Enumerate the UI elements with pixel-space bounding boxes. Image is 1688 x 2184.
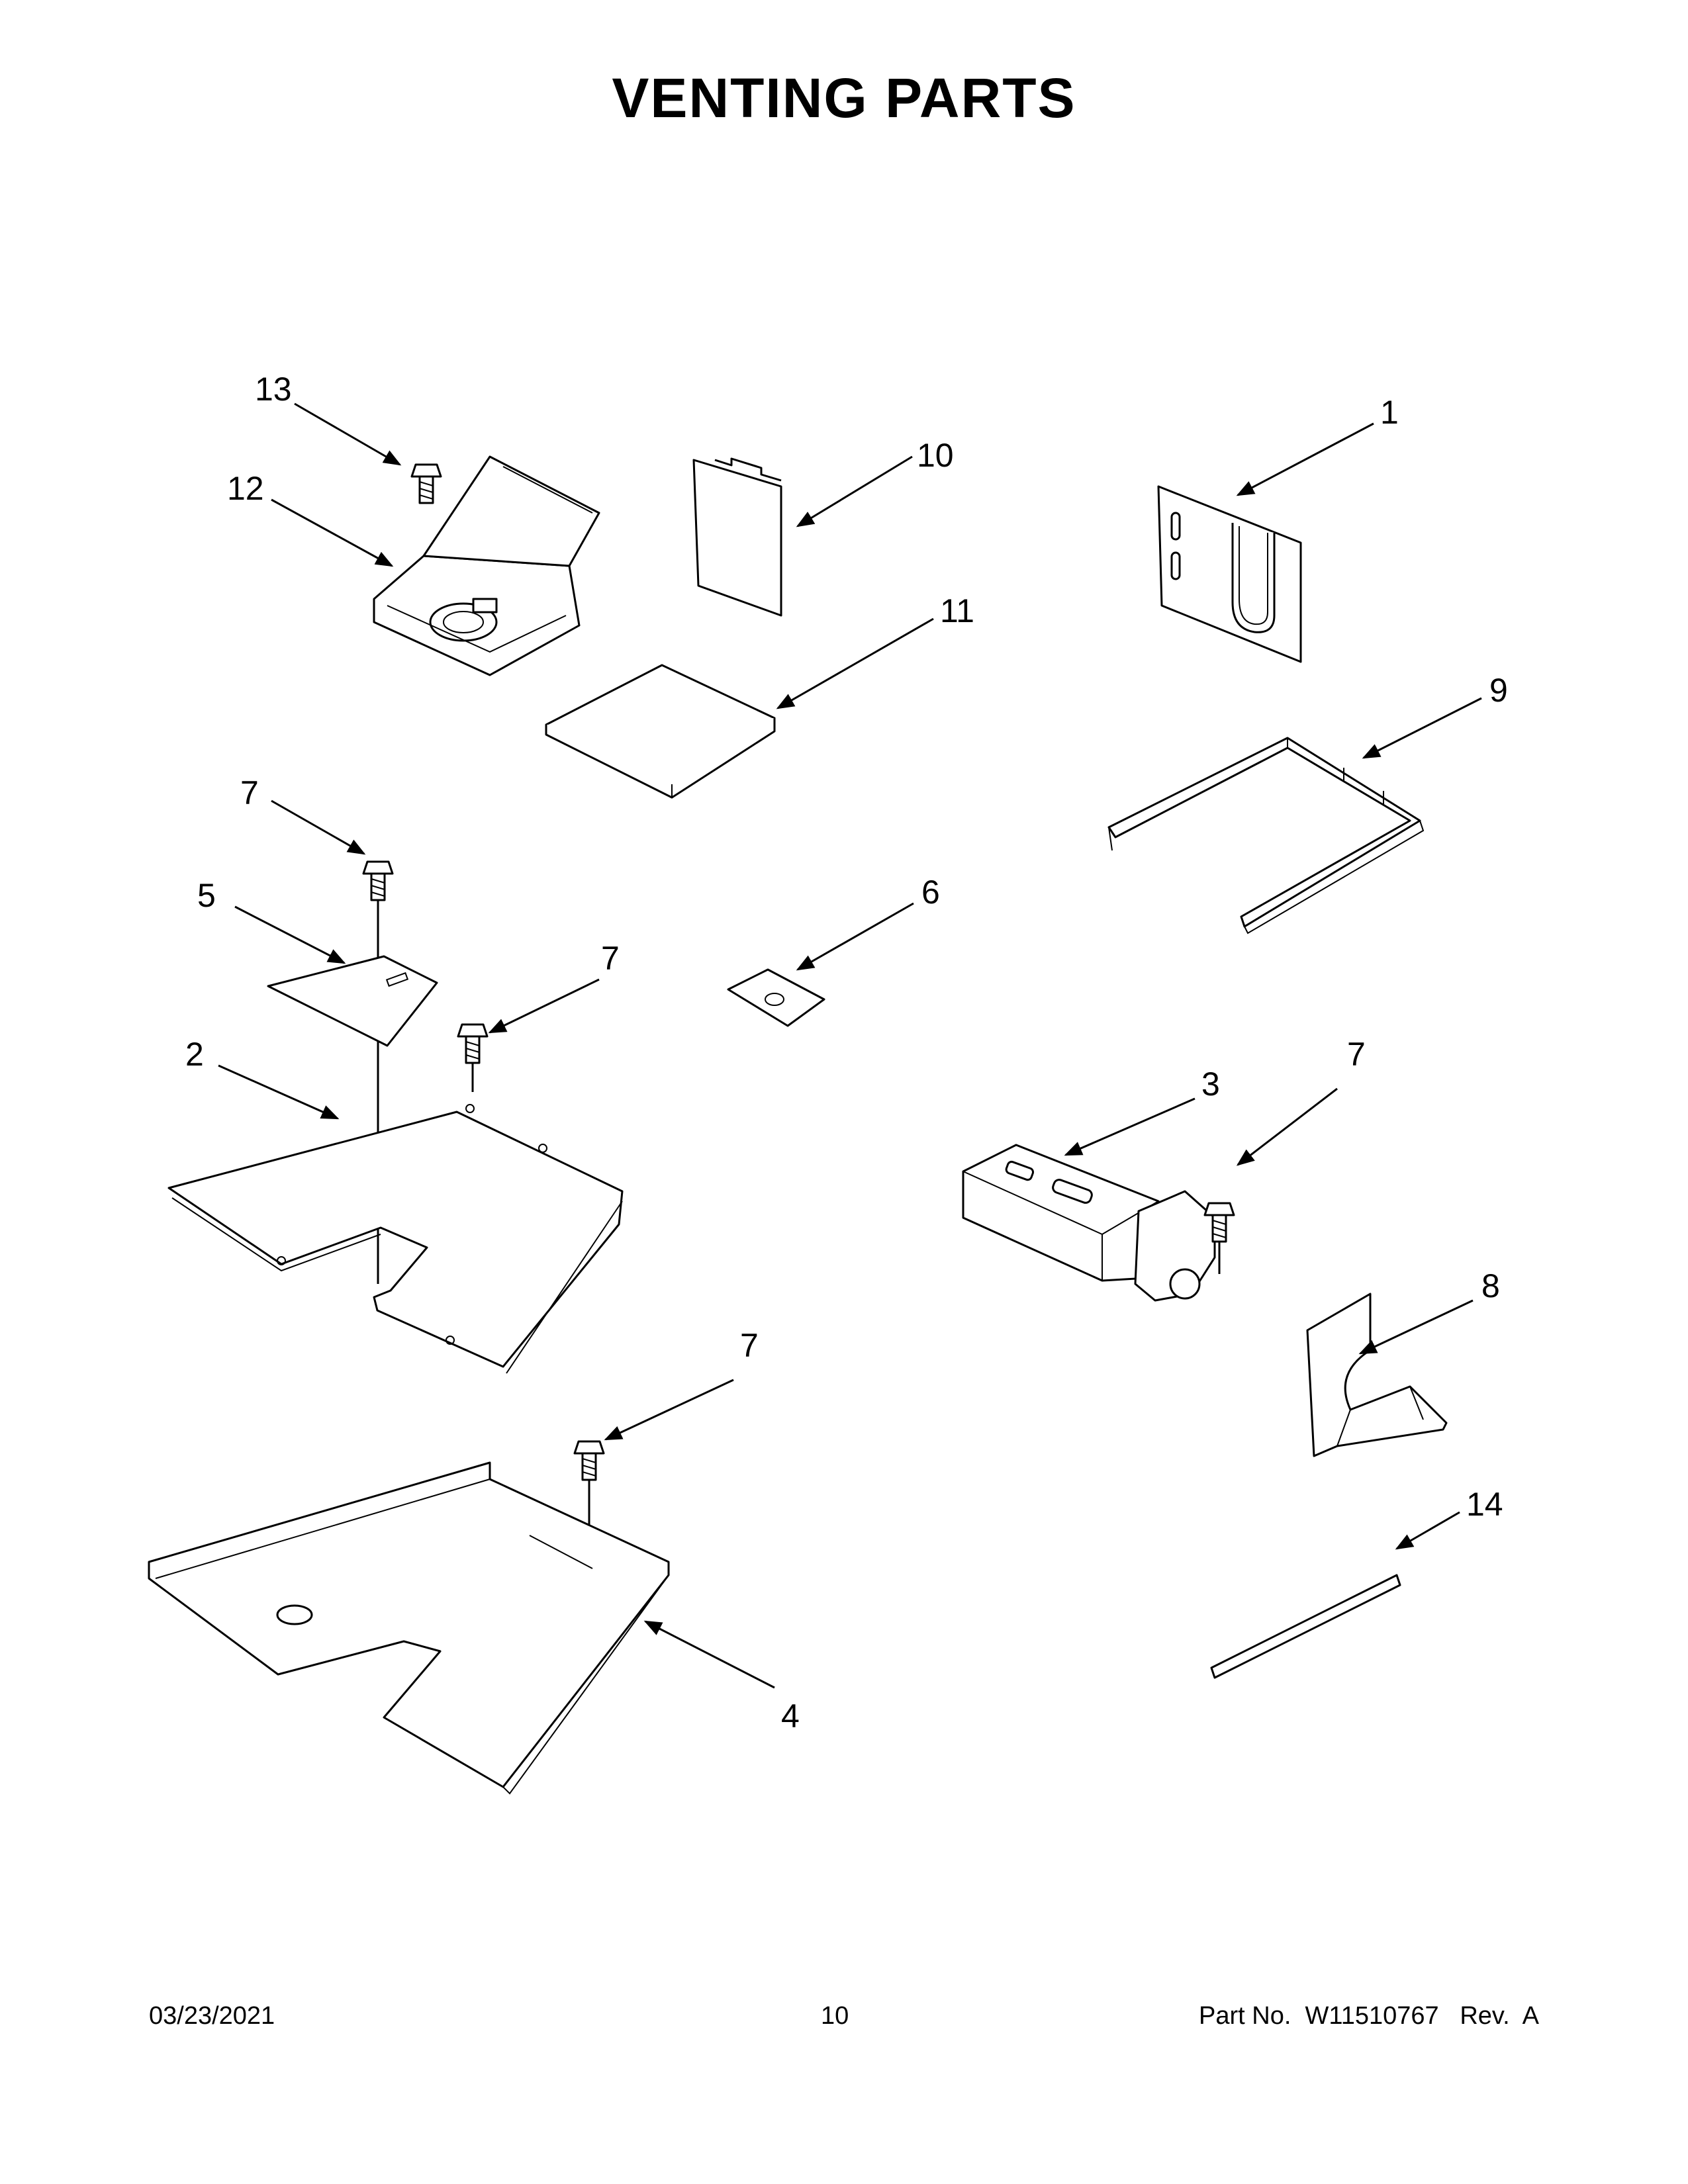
callout-7b: 7 (601, 940, 620, 977)
part-8-bracket (1306, 1293, 1448, 1457)
callout-2: 2 (185, 1036, 204, 1073)
footer-page-number: 10 (821, 2002, 849, 2030)
part-7-screw-b (457, 1023, 489, 1092)
footer-part-number: Part No. W11510767 Rev. A (1199, 2002, 1539, 2030)
part-14-strip (1210, 1574, 1401, 1679)
callout-7d: 7 (740, 1327, 759, 1364)
page-title: VENTING PARTS (612, 67, 1076, 129)
leader-lines (218, 402, 1482, 1689)
part-3-blower (962, 1144, 1216, 1302)
callout-10: 10 (917, 437, 954, 474)
part-4-base-pan (148, 1461, 670, 1795)
part-13-screw (410, 463, 442, 504)
callout-9: 9 (1489, 672, 1508, 709)
callout-14: 14 (1466, 1486, 1503, 1523)
part-1-plate (1157, 485, 1302, 663)
part-7-screw-c (1203, 1202, 1235, 1274)
callout-11: 11 (940, 592, 974, 629)
part-9-frame (1107, 737, 1425, 934)
part-11-shelf (545, 664, 776, 799)
part-5-plate (267, 955, 438, 1047)
callout-8: 8 (1481, 1267, 1500, 1304)
footer-date: 03/23/2021 (149, 2002, 275, 2030)
part-10-panel (692, 457, 782, 617)
part-7-screw-a (362, 860, 394, 901)
callout-6: 6 (921, 874, 940, 911)
callout-1: 1 (1380, 394, 1399, 431)
callout-3: 3 (1201, 1066, 1220, 1103)
part-12-vent-box (373, 455, 600, 676)
callout-5: 5 (197, 877, 216, 914)
callout-4: 4 (781, 1698, 800, 1735)
callout-13: 13 (255, 371, 292, 408)
part-2-tray (167, 1104, 624, 1374)
callout-7c: 7 (1347, 1036, 1366, 1073)
part-6-bracket (727, 968, 825, 1027)
callout-12: 12 (227, 470, 264, 507)
callout-7a: 7 (240, 774, 259, 811)
callout-labels: 13 12 10 1 11 9 7 5 6 7 2 3 7 8 7 14 4 (185, 371, 1508, 1735)
